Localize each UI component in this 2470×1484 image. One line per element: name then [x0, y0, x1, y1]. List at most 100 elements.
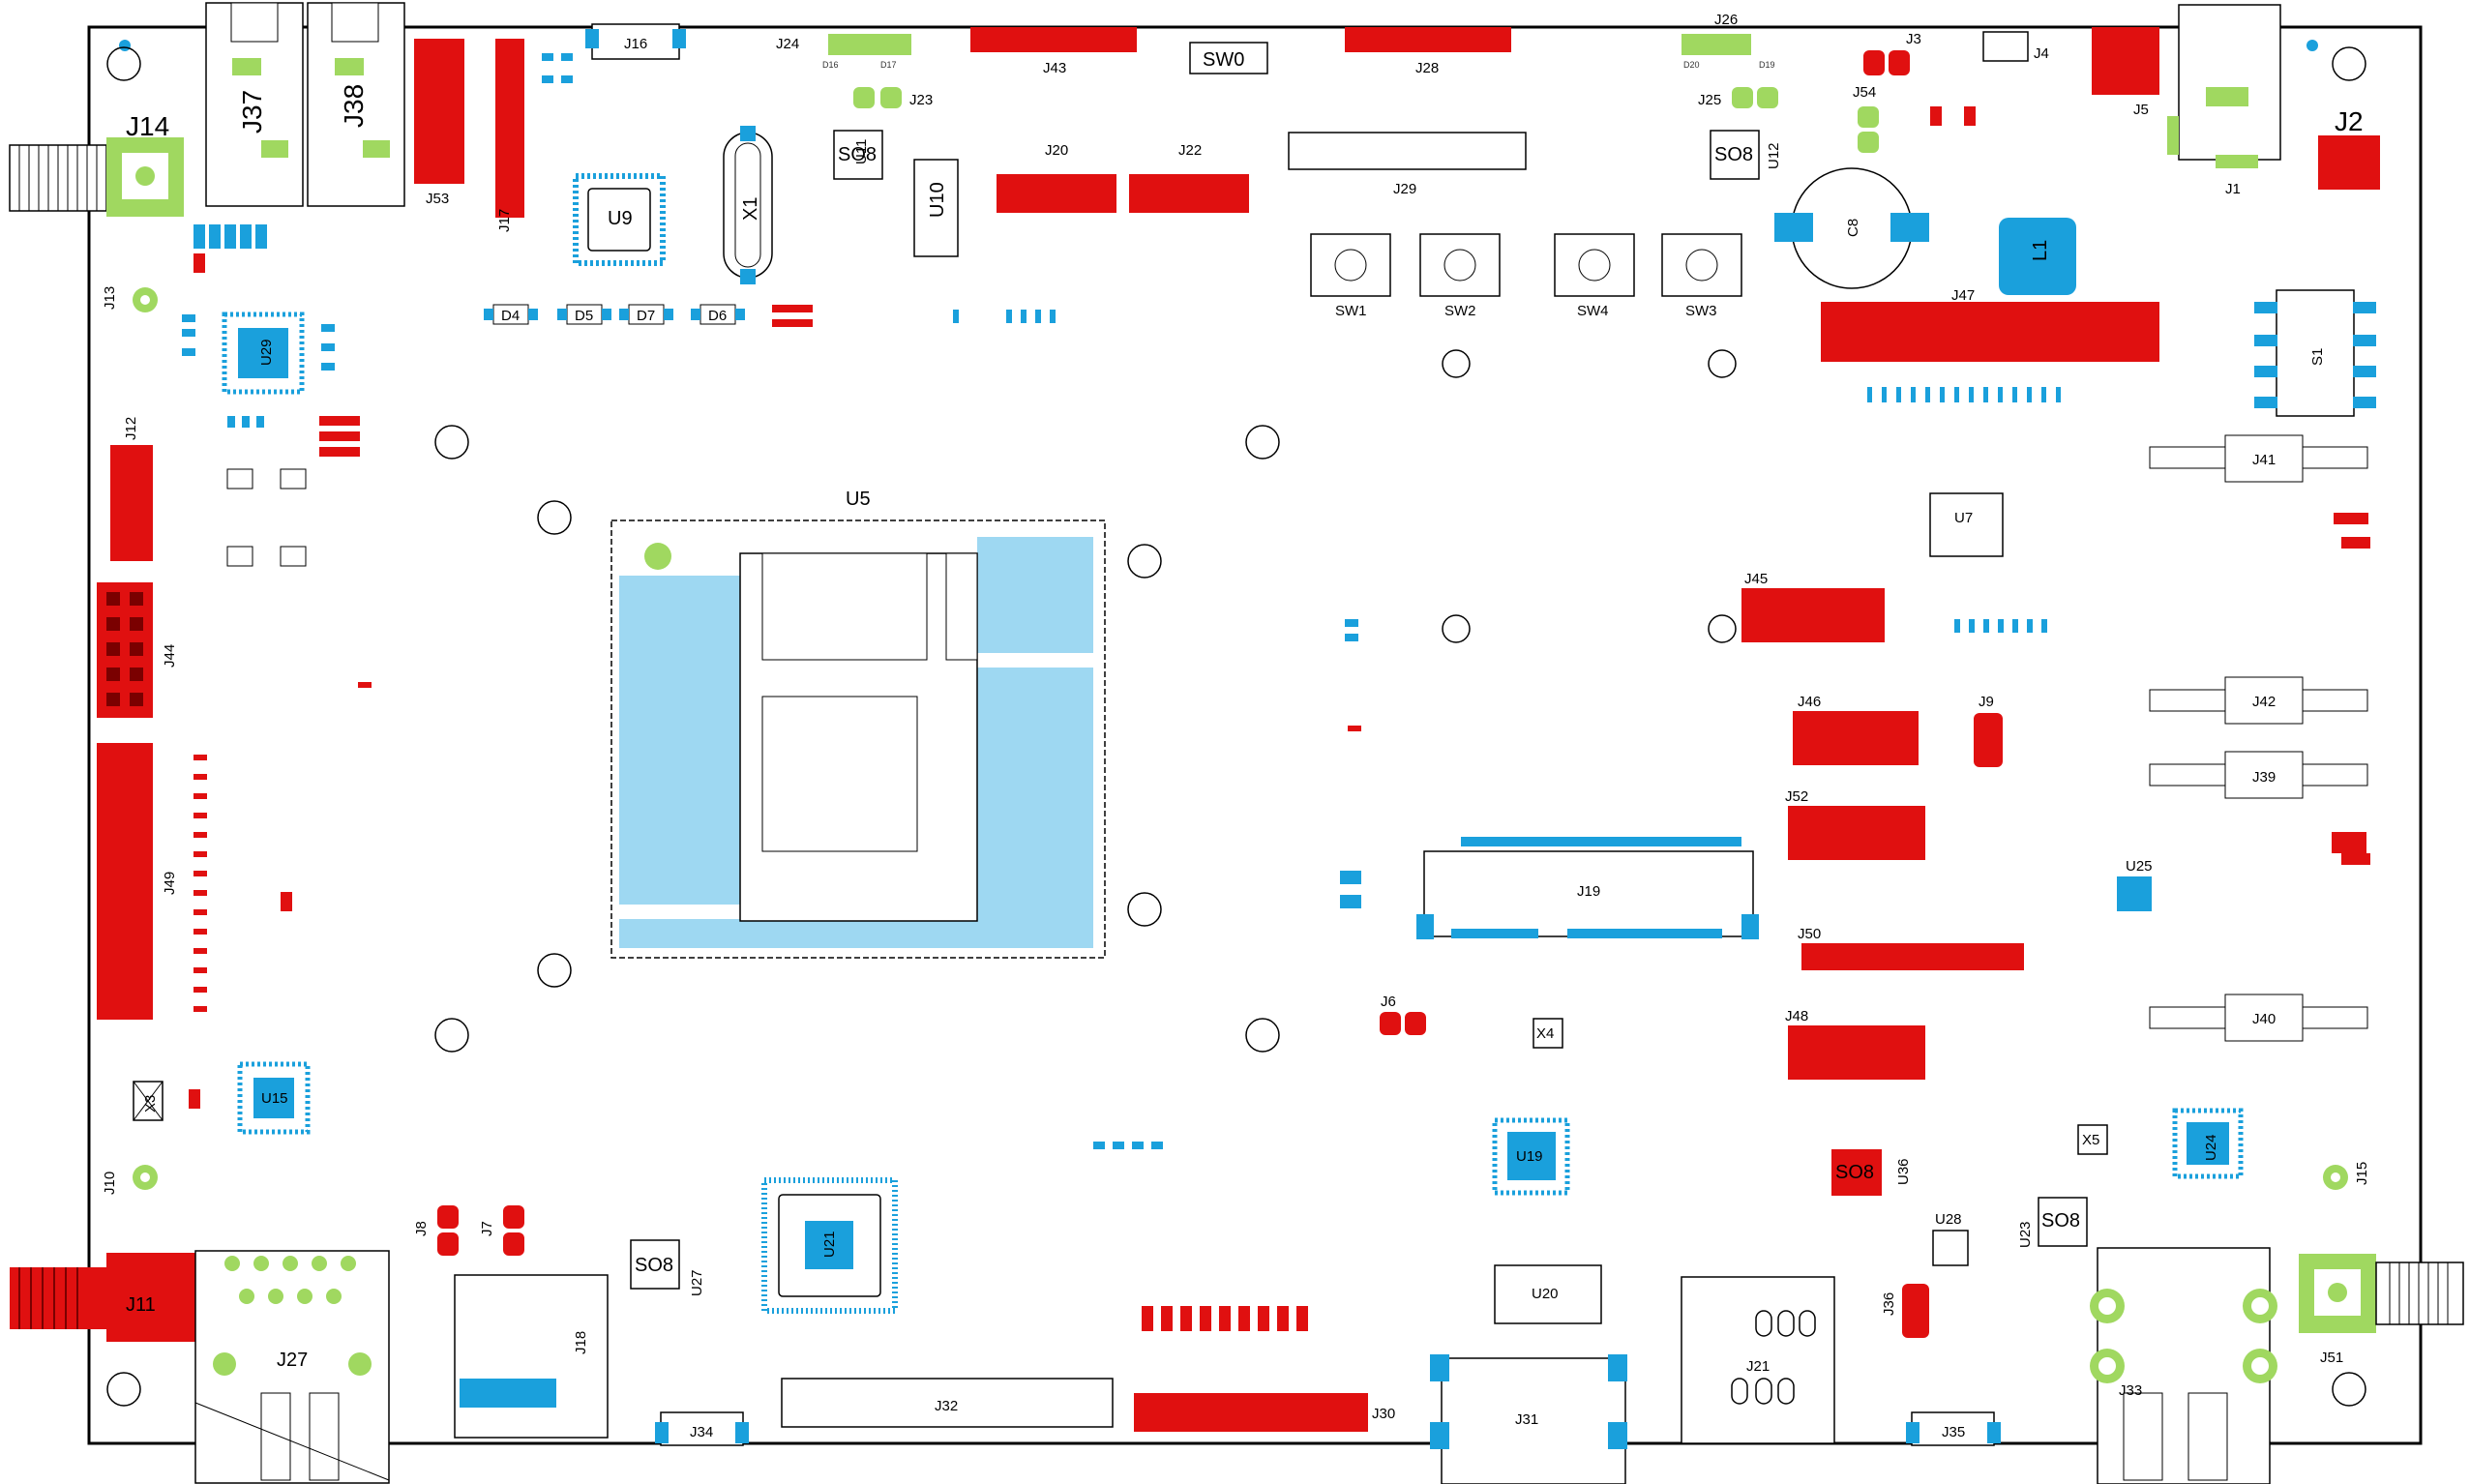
label-u28: U28	[1935, 1211, 1962, 1228]
label-j42: J42	[2252, 694, 2276, 710]
u10-chip	[913, 159, 959, 257]
label-j24: J24	[776, 36, 799, 52]
label-j13: J13	[102, 286, 118, 310]
u7-chip	[1929, 492, 2004, 557]
u27-chip	[630, 1239, 680, 1290]
j42-header	[2149, 676, 2368, 725]
j27-rj45	[194, 1250, 390, 1484]
sw3-button	[1661, 233, 1742, 297]
u20-chip	[1494, 1264, 1602, 1324]
label-sw1: SW1	[1335, 303, 1367, 319]
u19-pad	[1507, 1132, 1556, 1180]
j50-header	[1801, 943, 2024, 970]
j49-header	[97, 743, 153, 1020]
u29-pad	[238, 328, 288, 378]
u11-mark: SO8	[838, 144, 877, 165]
label-j26: J26	[1714, 12, 1738, 28]
u21-chip	[761, 1177, 898, 1314]
label-sw2: SW2	[1444, 303, 1476, 319]
label-u15: U15	[261, 1090, 288, 1107]
u12-mark: SO8	[1714, 144, 1753, 165]
label-c8: C8	[1845, 219, 1861, 237]
passives-top-left	[182, 224, 360, 457]
label-j48: J48	[1785, 1008, 1808, 1024]
label-j1: J1	[2225, 181, 2241, 197]
label-j30: J30	[1372, 1406, 1395, 1422]
label-u24: U24	[2203, 1134, 2219, 1161]
j54-jumper	[1858, 106, 1879, 153]
u15-pad	[253, 1078, 294, 1118]
j21-sim	[1681, 1276, 1835, 1444]
j9-jumper	[1974, 713, 2003, 767]
j25-jumper	[1732, 87, 1778, 108]
label-j14: J14	[126, 111, 169, 141]
label-j23: J23	[909, 92, 933, 108]
u28-chip	[1932, 1230, 1969, 1266]
j40-header	[2149, 994, 2368, 1042]
label-u11: U11	[853, 139, 870, 164]
label-j7: J7	[479, 1221, 495, 1236]
label-j16: J16	[624, 36, 647, 52]
label-j28: J28	[1415, 60, 1439, 76]
l1-inductor	[1999, 218, 2076, 295]
j18-microsd	[454, 1274, 609, 1439]
label-j44: J44	[162, 644, 178, 668]
label-x4: X4	[1536, 1025, 1554, 1042]
j39-header	[2149, 751, 2368, 799]
j48-header	[1788, 1025, 1925, 1080]
j45-header	[1741, 588, 1885, 642]
label-j41: J41	[2252, 452, 2276, 468]
j4-connector	[1982, 31, 2029, 62]
label-j52: J52	[1785, 788, 1808, 805]
j16-usb	[585, 23, 686, 60]
label-sw4: SW4	[1577, 303, 1609, 319]
j52-header	[1788, 806, 1925, 860]
u25-chip	[2117, 876, 2152, 911]
label-j49: J49	[162, 872, 178, 895]
label-j19: J19	[1577, 883, 1600, 900]
label-j5: J5	[2133, 102, 2149, 118]
j38-audio-jack	[307, 2, 405, 207]
x1-crystal	[723, 126, 773, 284]
u9-chip	[573, 173, 666, 266]
label-d20: D20	[1683, 60, 1700, 70]
label-j29: J29	[1393, 181, 1416, 197]
label-u36: U36	[1895, 1158, 1912, 1185]
j12-header	[110, 445, 153, 561]
label-j34: J34	[690, 1424, 713, 1440]
u27-mark: SO8	[635, 1255, 673, 1276]
resistor-array	[1867, 387, 2061, 402]
x5-crystal	[2077, 1124, 2108, 1155]
j11-sma-connector	[10, 1253, 203, 1342]
fiducial	[2306, 40, 2318, 51]
label-sw3: SW3	[1685, 303, 1717, 319]
label-j35: J35	[1942, 1424, 1965, 1440]
label-j25: J25	[1698, 92, 1721, 108]
label-j6: J6	[1381, 994, 1396, 1010]
x3-cross	[133, 1081, 164, 1121]
j35-usb	[1906, 1411, 2001, 1446]
sw2-button	[1419, 233, 1501, 297]
j2-connector	[2318, 135, 2380, 190]
label-j31: J31	[1515, 1411, 1538, 1428]
label-u7: U7	[1954, 510, 1973, 526]
j19-m2-connector	[1416, 837, 1759, 939]
label-j46: J46	[1798, 694, 1821, 710]
label-j37: J37	[237, 90, 267, 134]
j51-sma-connector	[2299, 1254, 2464, 1333]
j3-jumper	[1863, 50, 1910, 75]
label-j40: J40	[2252, 1011, 2276, 1027]
j24-header	[828, 34, 911, 55]
sw1-button	[1310, 233, 1391, 297]
label-j17: J17	[496, 209, 513, 232]
label-j15: J15	[2354, 1162, 2370, 1185]
label-u29: U29	[258, 339, 275, 366]
j15-coax-center	[2331, 1172, 2340, 1182]
label-x1: X1	[740, 197, 761, 221]
j10-coax-center	[140, 1172, 150, 1182]
j36-jumper	[1902, 1284, 1929, 1338]
label-j9: J9	[1979, 694, 1994, 710]
label-s1: S1	[2309, 348, 2326, 366]
j17-header	[495, 39, 524, 218]
label-d17: D17	[880, 60, 897, 70]
